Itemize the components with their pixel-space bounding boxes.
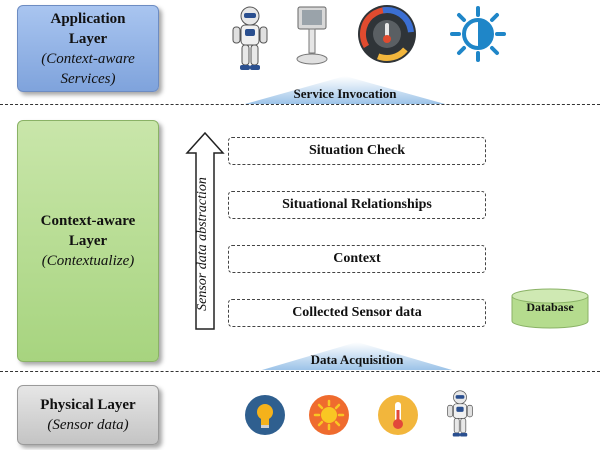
context-layer-title: Context-aware Layer: [40, 213, 136, 249]
touch-kiosk-icon: [296, 6, 328, 65]
context-layer-box: Context-aware Layer (Contextualize): [17, 120, 159, 362]
abstraction-arrow: [185, 131, 225, 330]
data-acquisition-label: Data Acquisition: [310, 352, 404, 367]
database-label: Database: [526, 300, 574, 314]
service-invocation-arrow: [245, 76, 445, 104]
physical-layer-title: Physical Layer: [40, 397, 136, 413]
service-invocation-label: Service Invocation: [293, 86, 397, 101]
data-acquisition-arrow: [262, 342, 452, 370]
application-layer-subtitle: (Context-aware Services): [41, 50, 135, 87]
thermostat-dial-icon: [358, 5, 416, 63]
database-cylinder: [511, 288, 589, 329]
light-bulb-icon: [245, 395, 285, 435]
step-context: Context: [228, 245, 486, 273]
application-layer-box: Application Layer (Context-aware Service…: [17, 5, 159, 92]
abstraction-label: Sensor data abstraction: [195, 177, 210, 311]
application-layer-title: Application Layer: [50, 10, 126, 47]
robot-icon: [232, 6, 268, 70]
physical-layer-box: Physical Layer (Sensor data): [17, 385, 159, 445]
thermometer-icon: [378, 395, 418, 435]
sun-icon: [309, 395, 349, 435]
bottom-divider: [0, 371, 600, 372]
top-divider: [0, 104, 600, 105]
step-situational-relationships: Situational Relationships: [228, 191, 486, 219]
physical-layer-subtitle: (Sensor data): [47, 417, 129, 433]
step-collected-sensor-data: Collected Sensor data: [228, 299, 486, 327]
context-layer-subtitle: (Contextualize): [41, 253, 135, 269]
brightness-sun-icon: [450, 6, 506, 62]
robot-icon: [447, 390, 473, 437]
step-situation-check: Situation Check: [228, 137, 486, 165]
